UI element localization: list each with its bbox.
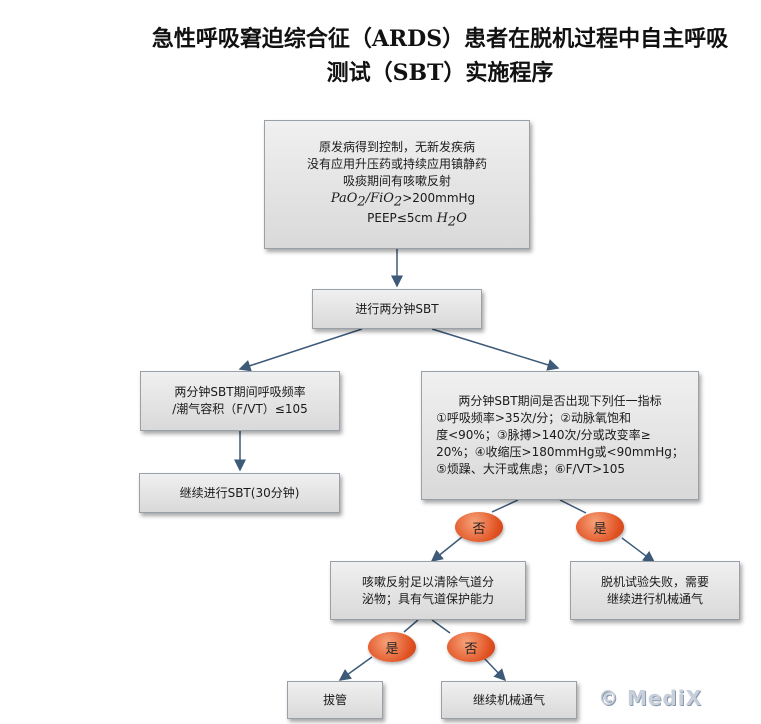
fio2-label: FiO	[370, 190, 394, 206]
failure-criteria-box: 两分钟SBT期间是否出现下列任一指标 ①呼吸频率>35次/分；②动脉氧饱和 度<…	[421, 371, 699, 500]
arrow-no-to-ventilation	[482, 656, 507, 682]
h2o-o: O	[456, 211, 467, 226]
decision-no-2-label: 否	[464, 641, 478, 657]
pao2-fio2-value: >200mmHg	[402, 190, 476, 205]
pao2-label: PaO	[330, 190, 358, 206]
line-criteria-to-yes	[559, 499, 587, 514]
rsbi-line-2: /潮气容积（F/VT）≤105	[172, 402, 308, 416]
rsbi-box: 两分钟SBT期间呼吸频率 /潮气容积（F/VT）≤105	[140, 371, 340, 431]
failure-criteria-line-5: ⑤烦躁、大汗或焦虑；⑥F/VT>105	[436, 462, 626, 476]
line-airway-to-no	[431, 619, 451, 634]
arrow-yes-to-extubate	[338, 656, 373, 681]
continue-sbt-box: 继续进行SBT(30分钟)	[139, 473, 340, 513]
decision-yes-2: 是	[368, 632, 416, 662]
decision-yes-1-label: 是	[593, 521, 607, 537]
fio2-subscript: 2	[393, 194, 403, 209]
arrow-yes-to-failed	[621, 537, 656, 563]
criteria-box: 原发病得到控制，无新发疾病 没有应用升压药或持续应用镇静药 吸痰期间有咳嗽反射 …	[264, 120, 530, 249]
criteria-line-3: 吸痰期间有咳嗽反射	[342, 173, 451, 188]
two-minute-sbt-label: 进行两分钟SBT	[355, 301, 439, 316]
two-minute-sbt-box: 进行两分钟SBT	[312, 289, 482, 329]
failure-criteria-line-2: ①呼吸频率>35次/分；②动脉氧饱和	[436, 411, 631, 425]
criteria-line-pao2-fio2: PaO2/FiO2>200mmHg	[307, 190, 487, 210]
arrow-no-to-airway	[430, 536, 463, 562]
criteria-line-2: 没有应用升压药或持续应用镇静药	[306, 156, 487, 171]
diagram-title: 急性呼吸窘迫综合征（ARDS）患者在脱机过程中自主呼吸 测试（SBT）实施程序	[120, 22, 760, 90]
continue-sbt-label: 继续进行SBT(30分钟)	[179, 485, 300, 500]
title-line-1: 急性呼吸窘迫综合征（ARDS）患者在脱机过程中自主呼吸	[151, 26, 729, 52]
fraction-slash: /	[365, 190, 371, 206]
decision-no-1-label: 否	[472, 521, 486, 537]
line-criteria-to-no	[491, 499, 519, 513]
extubate-label: 拔管	[322, 692, 347, 707]
arrow-sbt-to-rsbi	[238, 328, 363, 372]
pao2-subscript: 2	[357, 194, 366, 209]
airway-protection-box: 咳嗽反射足以清除气道分 泌物；具有气道保护能力	[330, 561, 526, 620]
decision-yes-1: 是	[576, 512, 624, 542]
decision-no-2: 否	[447, 632, 495, 662]
criteria-line-peep: PEEP≤5cm H2O	[307, 210, 487, 230]
rsbi-line-1: 两分钟SBT期间呼吸频率	[174, 385, 306, 399]
arrow-sbt-to-failure-criteria	[431, 328, 560, 371]
failed-box: 脱机试验失败，需要 继续进行机械通气	[570, 561, 740, 620]
continue-ventilation-label: 继续机械通气	[472, 692, 545, 707]
h2o-subscript: 2	[447, 214, 457, 230]
medix-watermark: © MediX	[598, 686, 703, 710]
decision-no-1: 否	[455, 512, 503, 542]
title-line-2: 测试（SBT）实施程序	[326, 60, 554, 86]
peep-label: PEEP≤5cm	[367, 211, 437, 225]
failed-line-2: 继续进行机械通气	[606, 591, 703, 606]
line-airway-to-yes	[403, 619, 419, 633]
criteria-line-1: 原发病得到控制，无新发疾病	[318, 139, 475, 154]
failure-criteria-line-3: 度<90%；③脉搏>140次/分或改变率≥	[436, 428, 651, 442]
failure-criteria-line-1: 两分钟SBT期间是否出现下列任一指标	[458, 394, 662, 408]
decision-yes-2-label: 是	[385, 641, 399, 657]
h2o-h: H	[436, 211, 448, 226]
airway-line-1: 咳嗽反射足以清除气道分	[361, 574, 494, 589]
failure-criteria-line-4: 20%；④收缩压>180mmHg或<90mmHg；	[436, 445, 684, 459]
failed-line-1: 脱机试验失败，需要	[600, 574, 709, 589]
extubate-box: 拔管	[287, 681, 383, 719]
airway-line-2: 泌物；具有气道保护能力	[361, 591, 494, 606]
continue-ventilation-box: 继续机械通气	[441, 681, 577, 719]
